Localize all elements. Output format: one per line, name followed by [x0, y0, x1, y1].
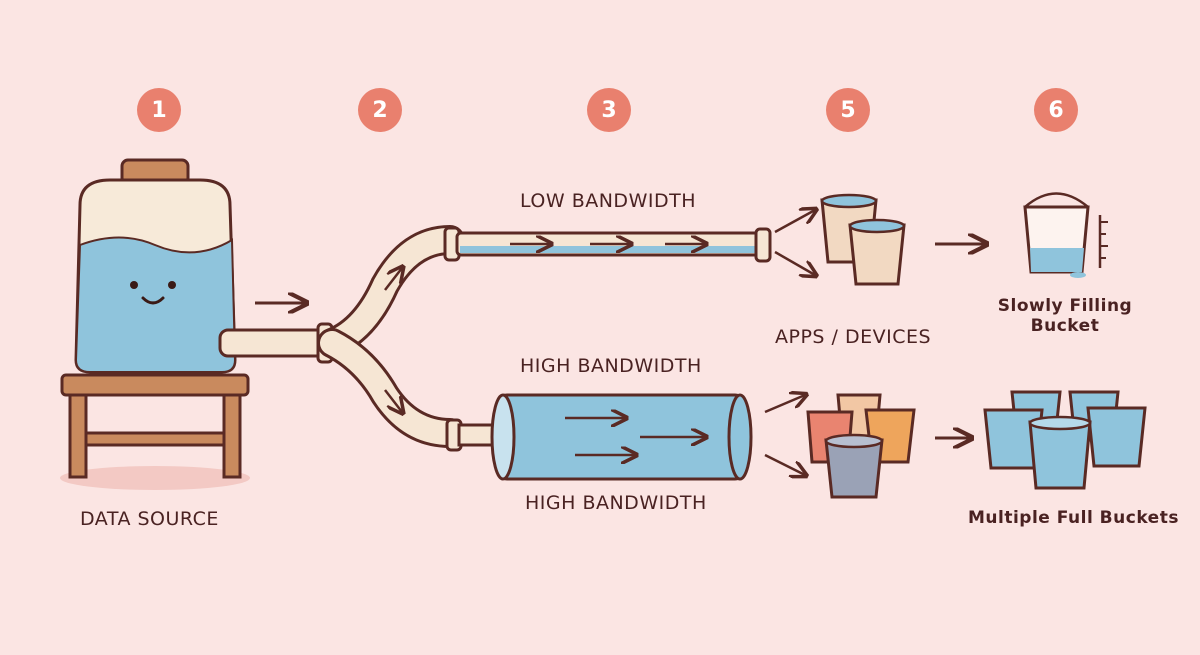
branch-pipes	[317, 225, 501, 452]
step-badge-5: 5	[826, 88, 870, 132]
water-tank	[74, 158, 237, 374]
high-bandwidth-pipe	[490, 393, 753, 481]
multiple-full-label: Multiple Full Buckets	[968, 508, 1179, 528]
slowly-filling-line1: Slowly Filling	[997, 296, 1133, 316]
slowly-filling-label: Slowly Filling Bucket	[990, 296, 1140, 336]
low-bandwidth-label: LOW BANDWIDTH	[520, 190, 696, 212]
low-bandwidth-pipe	[455, 227, 772, 263]
step-badge-1: 1	[137, 88, 181, 132]
wooden-stand	[60, 373, 250, 490]
step-badge-6: 6	[1034, 88, 1078, 132]
device-buckets	[806, 393, 916, 499]
high-bandwidth-top-label: HIGH BANDWIDTH	[520, 355, 702, 377]
slowly-filling-line2: Bucket	[1030, 316, 1100, 336]
data-source-label: DATA SOURCE	[80, 508, 219, 530]
main-pipe	[218, 322, 334, 364]
apps-devices-label: APPS / DEVICES	[775, 326, 932, 348]
high-bandwidth-bottom-label: HIGH BANDWIDTH	[525, 492, 707, 514]
step-badge-3: 3	[587, 88, 631, 132]
device-cups	[820, 193, 906, 286]
multiple-full-buckets	[983, 390, 1147, 490]
step-badge-2: 2	[358, 88, 402, 132]
slowly-filling-bucket	[1023, 192, 1108, 278]
